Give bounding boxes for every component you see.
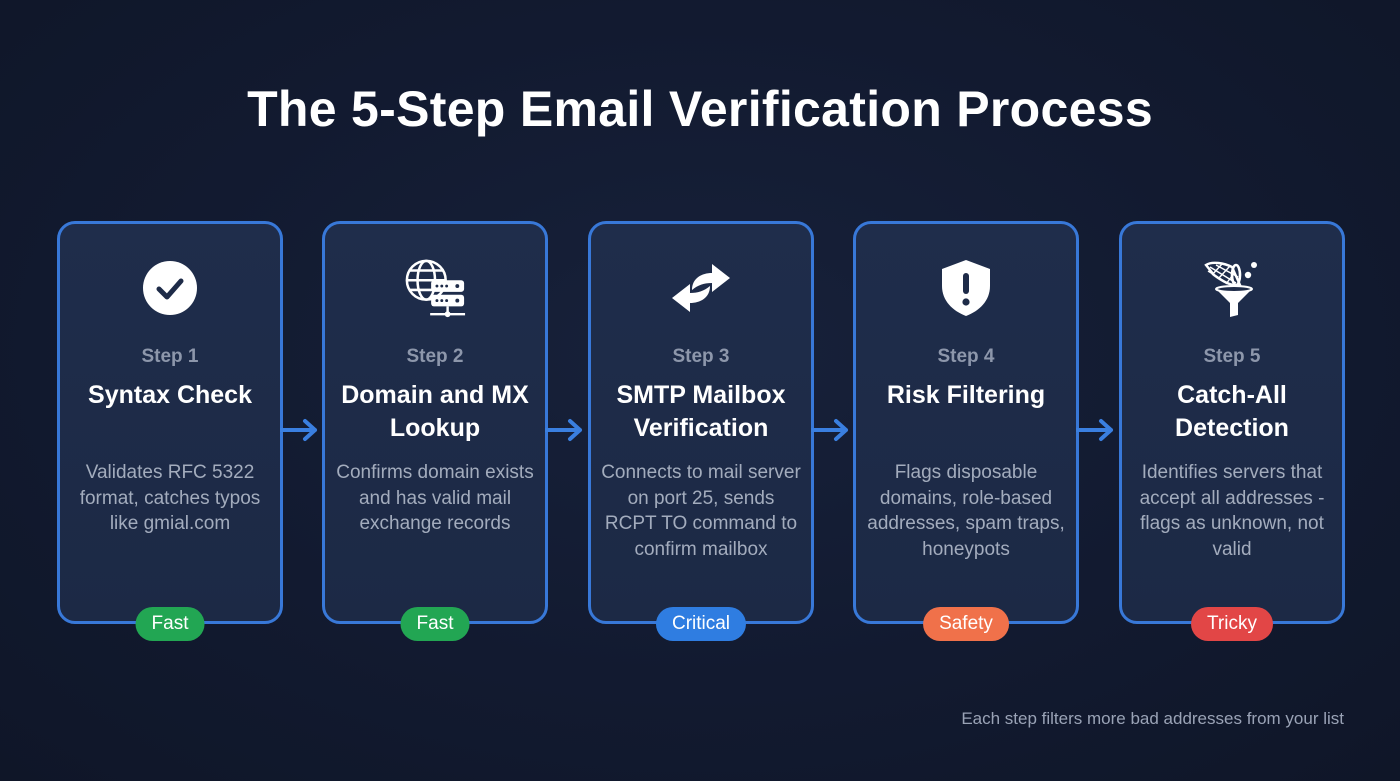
step-label: Step 1 — [141, 346, 199, 367]
step-label: Step 4 — [937, 346, 995, 367]
arrow-right-icon — [1076, 419, 1113, 441]
priority-badge: Critical — [655, 607, 747, 641]
speed-badge: Fast — [400, 607, 470, 641]
difficulty-badge: Tricky — [1191, 607, 1273, 641]
step-card-3: Step 3 SMTP Mailbox Verification Connect… — [588, 221, 814, 641]
step-title: Risk Filtering — [886, 381, 1046, 409]
step-card-5: Step 5 Catch-All Detection Identifies se… — [1119, 221, 1345, 641]
step-card-2: Step 2 Domain and MX Lookup Confirms dom… — [322, 221, 548, 641]
check-circle-icon — [138, 256, 202, 320]
step-label: Step 2 — [406, 346, 464, 367]
arrow-right-icon — [545, 419, 582, 441]
step-card-4: Step 4 Risk Filtering Flags disposable d… — [853, 221, 1079, 641]
speed-badge: Fast — [135, 607, 205, 641]
step-title: SMTP Mailbox Verification — [616, 381, 786, 442]
step-label: Step 3 — [672, 346, 730, 367]
step-title: Syntax Check — [88, 381, 252, 409]
arrow-right-icon — [280, 419, 317, 441]
step-title: Domain and MX Lookup — [341, 381, 529, 442]
step-description: Flags disposable domains, role-based add… — [867, 462, 1065, 560]
step-label: Step 5 — [1203, 346, 1261, 367]
step-description: Confirms domain exists and has valid mai… — [336, 462, 534, 534]
step-description: Validates RFC 5322 format, catches typos… — [79, 462, 261, 534]
exchange-arrows-icon — [669, 256, 733, 320]
page-title: The 5-Step Email Verification Process — [247, 81, 1153, 137]
shield-alert-icon — [934, 256, 998, 320]
globe-server-icon — [403, 256, 467, 320]
arrow-right-icon — [811, 419, 848, 441]
category-badge: Safety — [923, 607, 1009, 641]
net-funnel-icon — [1200, 256, 1264, 320]
step-card-1: Step 1 Syntax Check Validates RFC 5322 f… — [57, 221, 283, 641]
step-title: Catch-All Detection — [1175, 381, 1289, 442]
footer-note: Each step filters more bad addresses fro… — [961, 709, 1344, 728]
step-description: Identifies servers that accept all addre… — [1139, 462, 1325, 560]
step-description: Connects to mail server on port 25, send… — [601, 462, 801, 560]
